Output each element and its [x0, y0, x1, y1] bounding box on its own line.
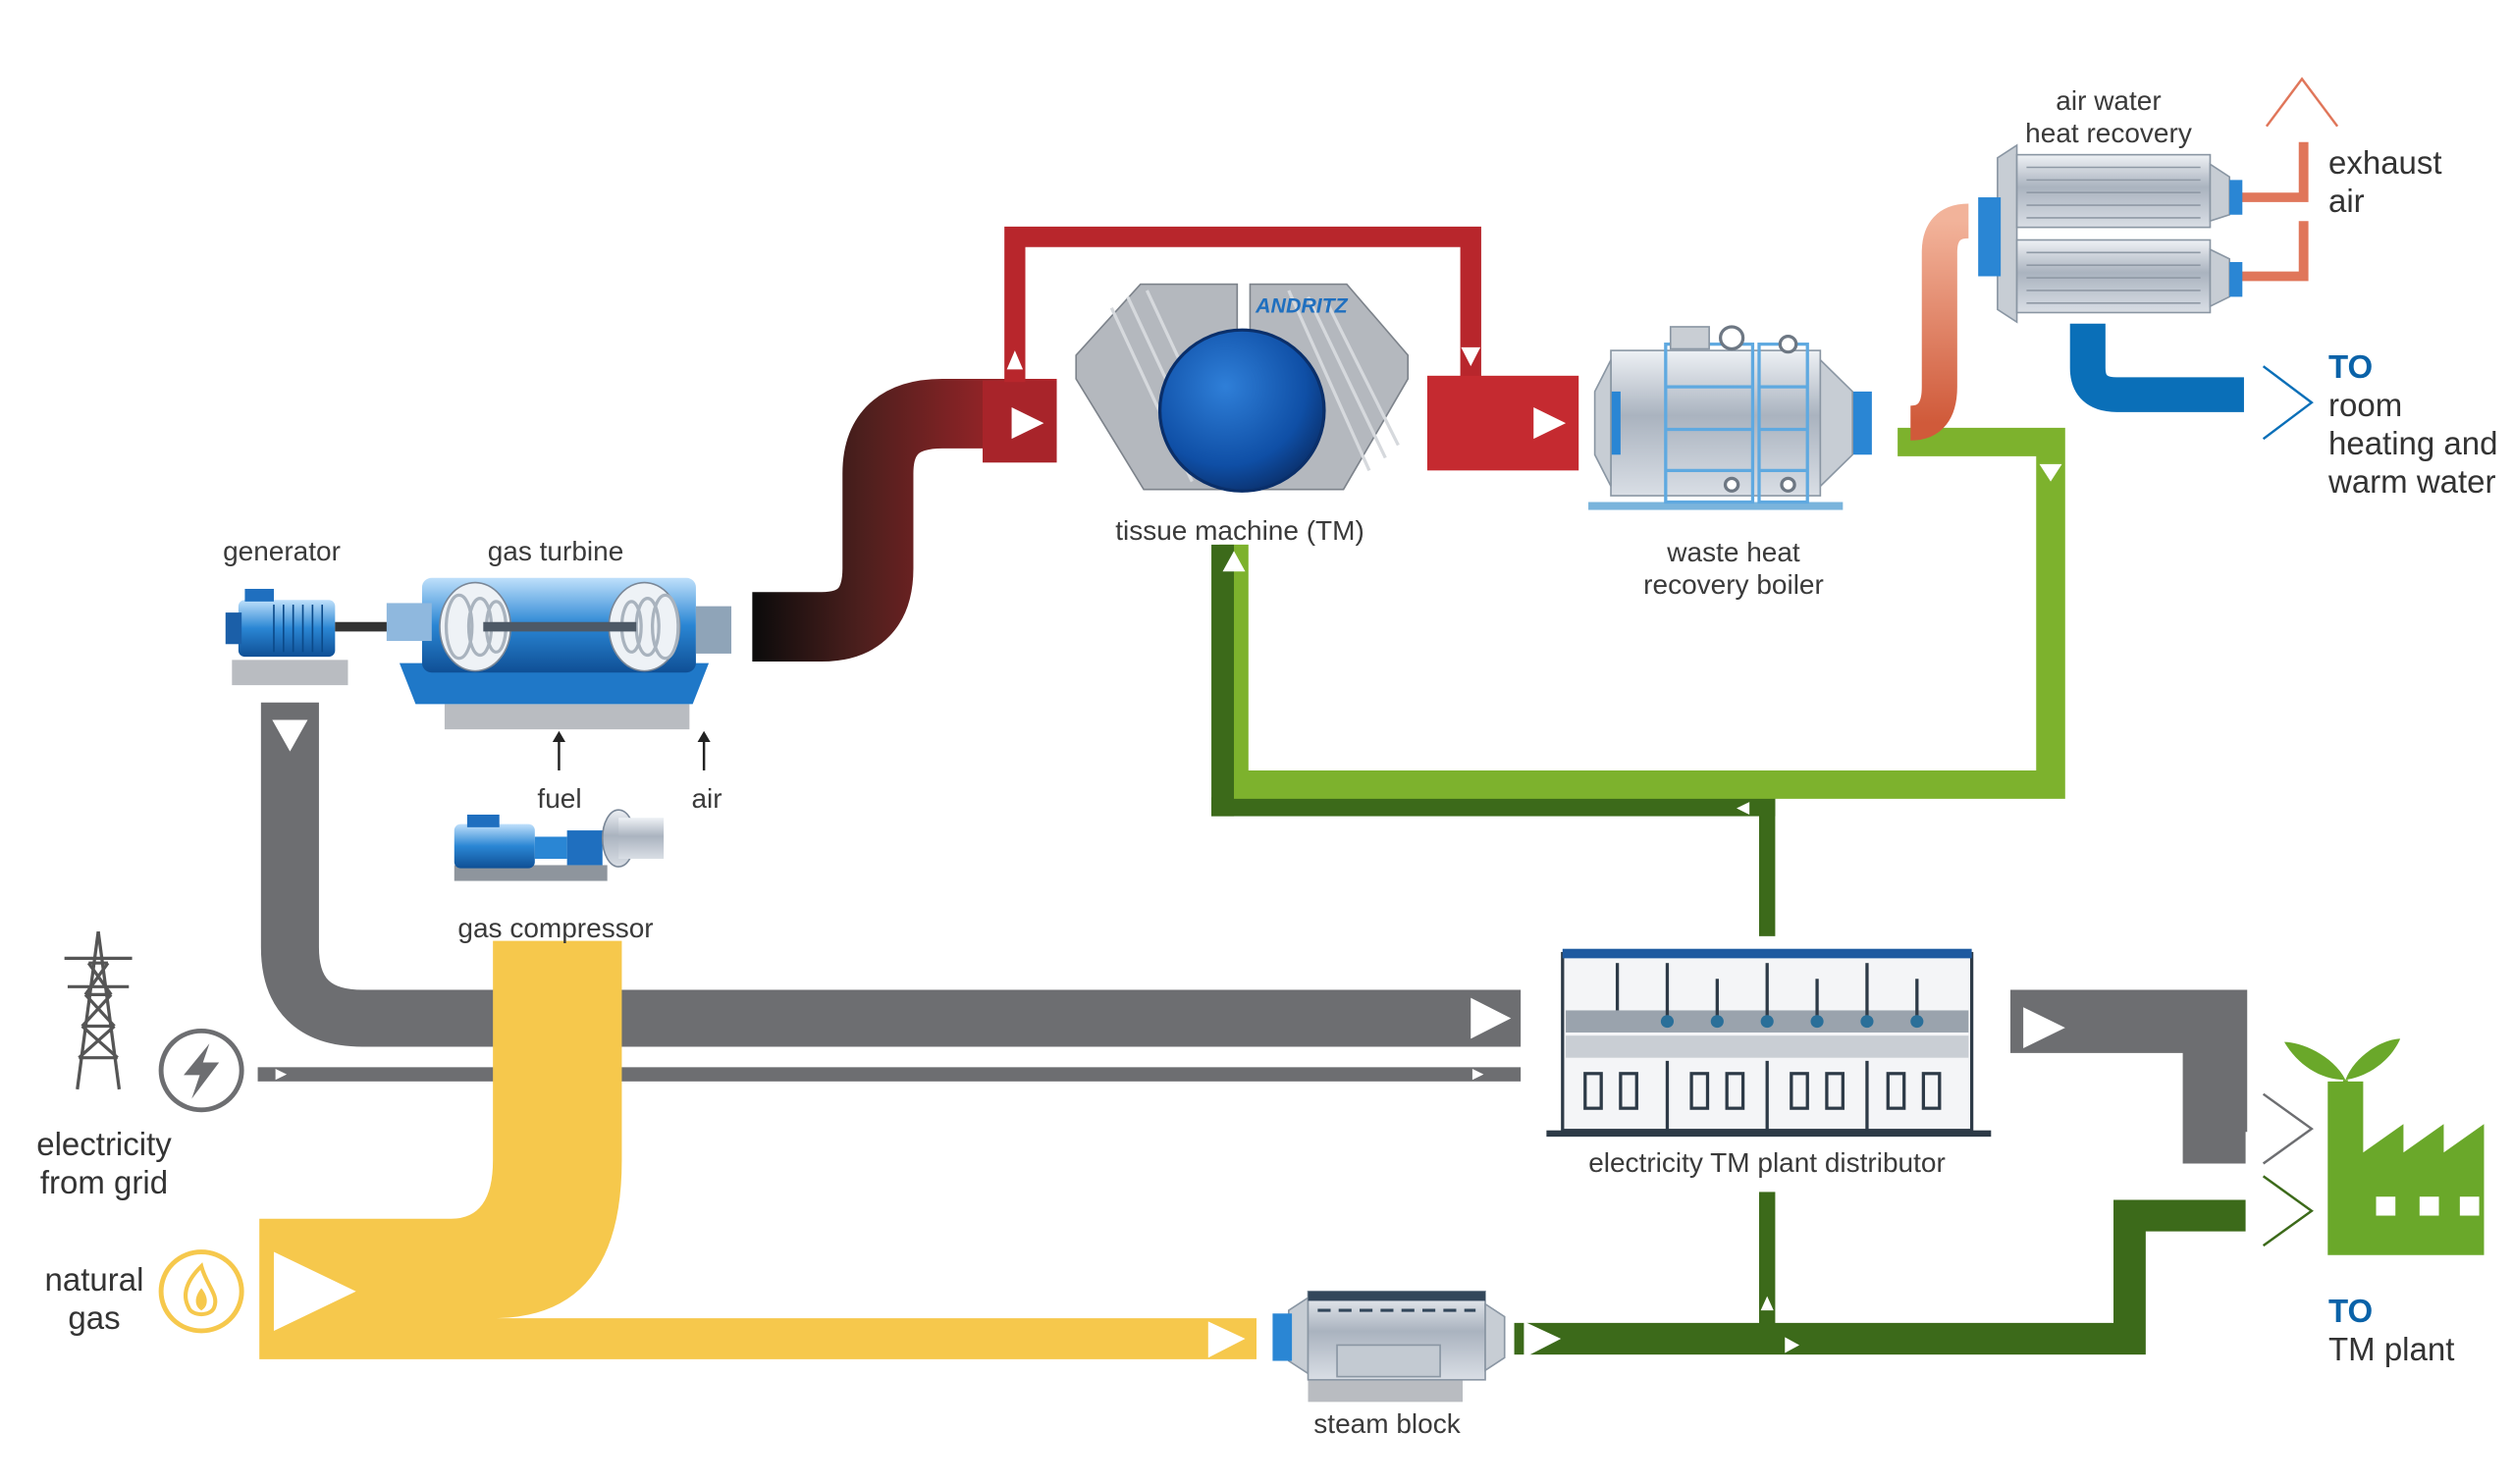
generator-icon: [225, 588, 391, 686]
exhaust-air-label-line2: air: [2328, 183, 2365, 219]
air-water-heat-recovery-label: air water heat recovery: [2025, 84, 2192, 149]
natural-gas-line1: natural: [44, 1261, 144, 1298]
steam-block-icon: [1272, 1290, 1506, 1403]
air-water-heat-recovery-icon: [1978, 143, 2243, 324]
exhaust-air-label: exhaust air: [2328, 143, 2442, 220]
gas-compressor-label: gas compressor: [457, 913, 654, 943]
electricity-grid-label: electricity from grid: [36, 1125, 172, 1201]
to-heating-label: TO room heating and warm water: [2328, 347, 2498, 501]
to-plant-line1: TM plant: [2328, 1331, 2455, 1367]
fuel-arrow-icon: [552, 730, 565, 770]
fuel-label: fuel: [537, 783, 582, 814]
electricity-flow-generator: [260, 702, 1522, 1047]
water-return-flow: [1211, 427, 2065, 817]
air-arrow-icon: [697, 730, 711, 770]
flame-icon: [158, 1249, 244, 1334]
to-plant-label: TO TM plant: [2328, 1292, 2454, 1368]
natural-gas-flow: [259, 940, 1256, 1359]
electricity-grid-line1: electricity: [36, 1126, 172, 1162]
hot-exhaust-flow: [752, 226, 1579, 662]
to-heating-line2: heating and: [2328, 425, 2498, 461]
waste-heat-boiler-icon: [1588, 325, 1872, 510]
tissue-machine-icon: ANDRITZ: [1075, 283, 1410, 493]
gas-compressor-icon: [454, 809, 665, 881]
exhaust-air-label-line1: exhaust: [2328, 144, 2442, 181]
generator-label: generator: [223, 536, 341, 566]
air-water-label-line1: air water: [2056, 85, 2162, 116]
electricity-flow-grid: [257, 1067, 1522, 1082]
electricity-grid-line2: from grid: [39, 1164, 169, 1200]
natural-gas-line2: gas: [68, 1299, 121, 1336]
natural-gas-label: natural gas: [45, 1260, 144, 1337]
andritz-logo: ANDRITZ: [1255, 295, 1349, 318]
air-water-label-line2: heat recovery: [2025, 118, 2192, 148]
steam-block-label: steam block: [1313, 1408, 1461, 1439]
leaf-icon: [2283, 1038, 2401, 1089]
lightning-icon: [158, 1028, 244, 1113]
distributor-label: electricity TM plant distributor: [1588, 1147, 1946, 1178]
factory-icon: [2327, 1081, 2485, 1255]
to-plant-prefix: TO: [2328, 1293, 2374, 1329]
to-heating-line1: room: [2328, 387, 2403, 423]
electricity-distributor-icon: [1546, 948, 1992, 1138]
gas-turbine-label: gas turbine: [487, 536, 624, 566]
waste-heat-boiler-label-line2: recovery boiler: [1643, 569, 1824, 600]
exhaust-air-flow: [1908, 77, 2339, 441]
electricity-flow-to-plant: [2010, 989, 2314, 1165]
waste-heat-boiler-label-line1: waste heat: [1667, 537, 1800, 567]
power-tower-icon: [64, 930, 133, 1090]
gas-turbine-icon: [386, 577, 732, 730]
waste-heat-boiler-label: waste heat recovery boiler: [1643, 536, 1824, 601]
to-heating-prefix: TO: [2328, 348, 2374, 385]
steam-flow: [1514, 797, 2314, 1358]
air-label: air: [691, 783, 722, 814]
to-heating-line3: warm water: [2328, 463, 2496, 500]
heating-water-flow: [2069, 323, 2314, 441]
tissue-machine-label: tissue machine (TM): [1115, 515, 1364, 546]
